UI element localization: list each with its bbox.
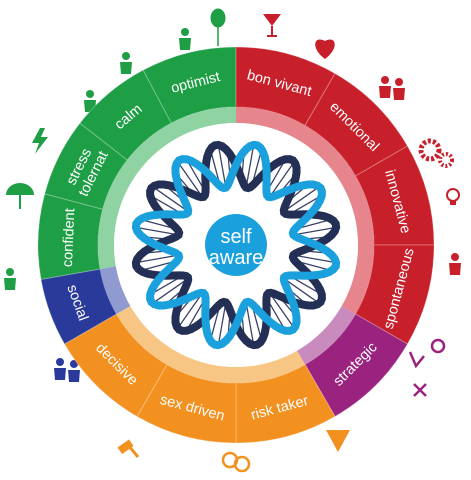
- inner-band-green: [97, 107, 236, 269]
- couple-icon: [379, 76, 405, 100]
- inner-band-purple: [297, 306, 356, 365]
- center-label-self: self: [220, 226, 252, 248]
- segment-emotional: emotional: [304, 72, 409, 177]
- dna-rung: [135, 254, 179, 264]
- dna-rung: [293, 226, 337, 236]
- segment-bon-vivant: bon vivant: [235, 46, 336, 127]
- strategy-symbols-icon: [408, 338, 446, 397]
- confident-person-icon: [4, 268, 16, 290]
- segment-calm: calm: [79, 69, 172, 161]
- social-people-icon: [54, 358, 80, 382]
- dna-rung: [177, 292, 204, 329]
- dna-strand-blue: [131, 140, 341, 350]
- heart-icon: [315, 39, 335, 59]
- segment-confident: confident: [37, 193, 104, 280]
- dna-rung: [268, 292, 295, 329]
- segment-innovative: innovative: [354, 145, 435, 246]
- dna-rung: [293, 254, 337, 264]
- segment-social: social: [40, 268, 118, 345]
- center-badge: self aware: [205, 214, 267, 276]
- dna-rung: [283, 277, 320, 304]
- segment-stress-tolerant: stresstolernat: [44, 122, 128, 210]
- dna-rung: [283, 186, 320, 213]
- inner-band-red: [236, 107, 374, 314]
- center-label-aware: aware: [209, 247, 263, 269]
- segment-sex-driven: sex driven: [136, 363, 237, 444]
- jumping-person-icon: [449, 253, 461, 275]
- dna-rung: [152, 186, 189, 213]
- center-circle: [205, 214, 267, 276]
- dna-rung: [217, 302, 227, 346]
- meditating-person-icon: [120, 52, 132, 74]
- gender-symbols-icon: [221, 451, 251, 473]
- inner-band-orange: [116, 306, 305, 383]
- lightning-icon: [32, 128, 48, 154]
- balloon-icon: [210, 8, 226, 46]
- segment-confident-label: confident: [60, 208, 79, 268]
- segment-spontaneous: spontaneous: [354, 244, 435, 345]
- thumbs-up-icon: [179, 28, 191, 50]
- segment-risk-taker: risk taker: [235, 363, 336, 444]
- gavel-icon: [117, 439, 140, 458]
- dna-rung: [268, 161, 295, 198]
- dna-rung: [217, 144, 227, 188]
- gears-icon: [418, 138, 454, 168]
- cocktail-glass-icon: [263, 14, 281, 37]
- dna-rung: [177, 161, 204, 198]
- light-bulb-icon: [446, 188, 460, 205]
- dna-rung: [245, 302, 255, 346]
- dna-helix: [131, 140, 341, 350]
- umbrella-icon: [6, 183, 34, 209]
- segment-optimist: optimist: [142, 46, 237, 124]
- dna-rung: [135, 226, 179, 236]
- dna-rung: [152, 277, 189, 304]
- warning-sign-icon: [326, 430, 350, 452]
- dna-rung: [245, 144, 255, 188]
- inner-band-blue: [100, 266, 131, 314]
